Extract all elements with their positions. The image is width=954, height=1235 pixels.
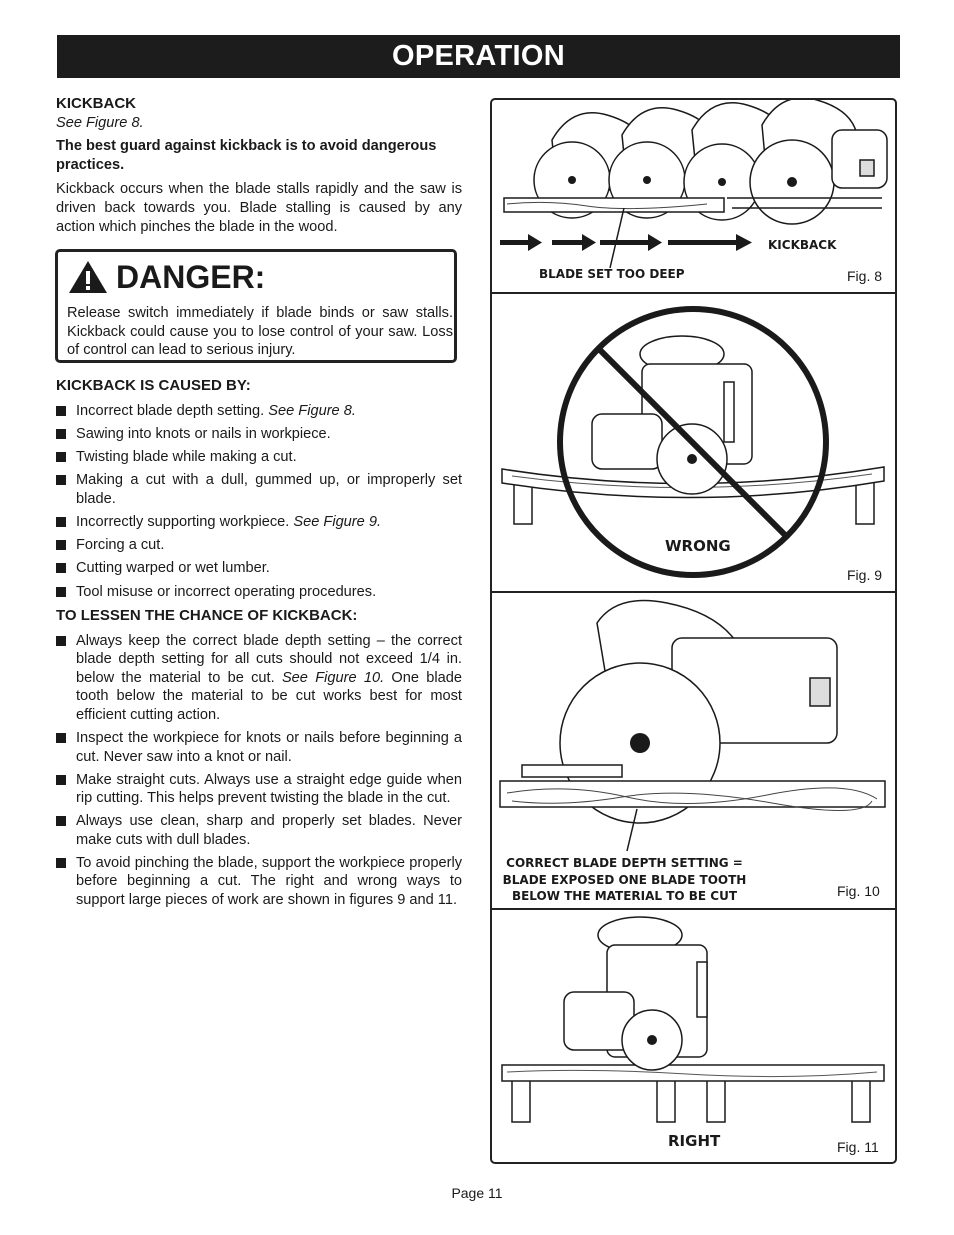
wrong-support-illustration — [501, 306, 885, 578]
square-bullet-icon — [56, 774, 66, 785]
lessen-item: Inspect the workpiece for knots or nails… — [56, 729, 462, 766]
kickback-label: KICKBACK — [768, 238, 837, 252]
figure-ref: See Figure 9. — [293, 513, 382, 530]
square-bullet-icon — [56, 563, 66, 574]
cause-item: Forcing a cut. — [56, 536, 462, 555]
figure-9-label: Fig. 9 — [847, 567, 883, 583]
figure-9-panel: WRONG Fig. 9 — [490, 292, 897, 593]
figure-11-panel: RIGHT Fig. 11 — [490, 908, 897, 1164]
kickback-body: Kickback occurs when the blade stalls ra… — [56, 181, 462, 235]
right-caption: RIGHT — [668, 1132, 721, 1150]
cause-text: Twisting blade while making a cut. — [76, 448, 297, 465]
caption-line: BLADE EXPOSED ONE BLADE TOOTH — [502, 872, 747, 887]
kickback-heading: KICKBACK — [56, 95, 136, 112]
cause-text: Forcing a cut. — [76, 537, 165, 554]
figure-8-label: Fig. 8 — [847, 268, 883, 284]
lessen-text: Always keep the correct blade depth sett… — [76, 632, 462, 686]
blade-set-too-deep-label: BLADE SET TOO DEEP — [539, 267, 685, 281]
square-bullet-icon — [56, 475, 66, 486]
square-bullet-icon — [56, 857, 66, 868]
caption-line: CORRECT BLADE DEPTH SETTING = — [506, 856, 743, 870]
caption-line: BELOW THE MATERIAL TO BE CUT — [511, 889, 738, 903]
causes-section: KICKBACK IS CAUSED BY: Incorrect blade d… — [56, 377, 462, 914]
page-number: Page 11 — [451, 1185, 503, 1201]
wrong-caption: WRONG — [665, 537, 731, 555]
cause-item: Tool misuse or incorrect operating proce… — [56, 583, 462, 602]
lessen-list: Always keep the correct blade depth sett… — [56, 632, 462, 910]
square-bullet-icon — [56, 733, 66, 744]
square-bullet-icon — [56, 516, 66, 527]
danger-title-row: DANGER: — [68, 258, 265, 296]
lessen-heading: TO LESSEN THE CHANCE OF KICKBACK: — [56, 607, 358, 625]
cause-text: Making a cut with a dull, gummed up, or … — [76, 472, 462, 507]
cause-item: Making a cut with a dull, gummed up, or … — [56, 471, 462, 508]
warning-triangle-icon — [68, 260, 108, 294]
danger-text: Release switch immediately if blade bind… — [67, 305, 453, 359]
figure-8-panel: KICKBACK BLADE SET TOO DEEP Fig. 8 — [490, 98, 897, 294]
causes-heading: KICKBACK IS CAUSED BY: — [56, 377, 251, 394]
lessen-text-cont: One blade tooth below the material to be… — [76, 669, 462, 724]
danger-title: DANGER: — [116, 259, 266, 295]
square-bullet-icon — [56, 428, 66, 439]
square-bullet-icon — [56, 451, 66, 462]
cause-text: Incorrectly supporting workpiece. — [76, 513, 294, 530]
square-bullet-icon — [56, 586, 66, 597]
kickback-section: KICKBACK See Figure 8. The best guard ag… — [56, 95, 462, 236]
lessen-text: Inspect the workpiece for knots or nails… — [76, 730, 462, 765]
cause-text: Tool misuse or incorrect operating proce… — [76, 583, 377, 600]
figure-11-label: Fig. 11 — [837, 1139, 879, 1155]
danger-box: DANGER: Release switch immediately if bl… — [55, 249, 457, 363]
lessen-text: Make straight cuts. Always use a straigh… — [76, 771, 462, 807]
square-bullet-icon — [56, 635, 66, 646]
figure-10-panel: CORRECT BLADE DEPTH SETTING = BLADE EXPO… — [490, 591, 897, 910]
cause-item: Cutting warped or wet lumber. — [56, 559, 462, 578]
cause-text: Cutting warped or wet lumber. — [76, 560, 270, 577]
lessen-text: Always use clean, sharp and properly set… — [76, 813, 462, 848]
lessen-item: Always use clean, sharp and properly set… — [56, 812, 462, 849]
cause-item: Incorrectly supporting workpiece. See Fi… — [56, 513, 462, 532]
correct-depth-illustration — [499, 599, 886, 852]
lessen-item: To avoid pinching the blade, support the… — [56, 854, 462, 910]
saw-kickback-illustration — [500, 100, 888, 269]
page-title: OPERATION — [57, 35, 900, 78]
cause-item: Sawing into knots or nails in workpiece. — [56, 425, 462, 444]
kickback-warning-bold: The best guard against kickback is to av… — [56, 138, 437, 173]
square-bullet-icon — [56, 540, 66, 551]
lessen-item: Make straight cuts. Always use a straigh… — [56, 771, 462, 808]
lessen-item: Always keep the correct blade depth sett… — [56, 632, 462, 725]
square-bullet-icon — [56, 816, 66, 827]
cause-text: Sawing into knots or nails in workpiece. — [76, 425, 331, 442]
lessen-text: To avoid pinching the blade, support the… — [76, 854, 462, 908]
causes-list: Incorrect blade depth setting. See Figur… — [56, 402, 462, 602]
square-bullet-icon — [56, 405, 66, 416]
cause-text: Incorrect blade depth setting. — [76, 402, 269, 419]
figure-10-label: Fig. 10 — [837, 883, 880, 899]
cause-item: Incorrect blade depth setting. See Figur… — [56, 402, 462, 421]
figure-ref: See Figure 8. — [268, 402, 356, 419]
kickback-figure-ref: See Figure 8. — [56, 114, 144, 131]
correct-depth-caption: CORRECT BLADE DEPTH SETTING = BLADE EXPO… — [492, 855, 757, 905]
figure-ref: See Figure 10. — [281, 669, 385, 686]
cause-item: Twisting blade while making a cut. — [56, 448, 462, 467]
right-support-illustration — [501, 916, 885, 1123]
